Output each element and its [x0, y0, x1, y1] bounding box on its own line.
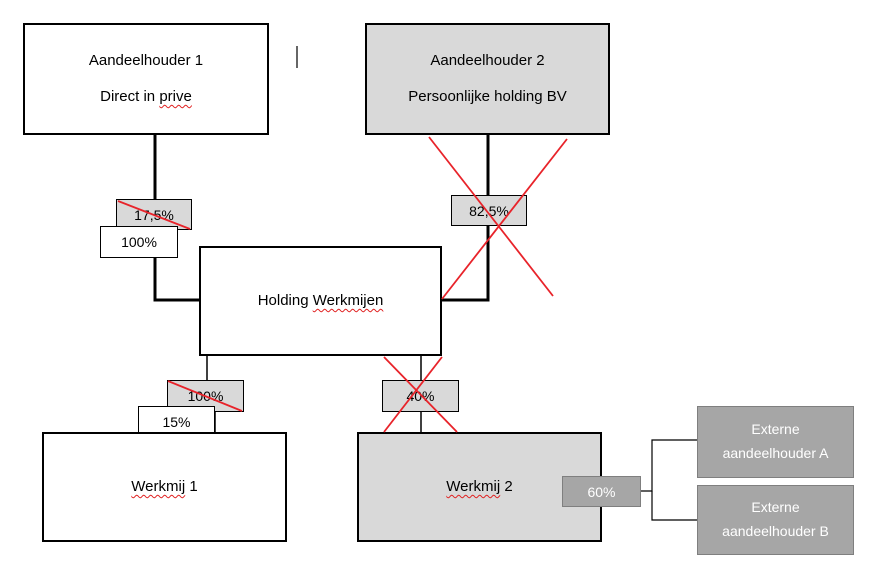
shareholder-2-subtitle: Persoonlijke holding BV	[408, 88, 567, 105]
werkmij-1-label: Werkmij 1	[131, 478, 198, 495]
pct-shareholder-1-new-label: 100%	[121, 234, 157, 250]
werkmij-2-label: Werkmij 2	[446, 478, 513, 495]
pct-werkmij-1-old-label: 100%	[187, 388, 224, 404]
pct-werkmij-2-old-label: 40%	[406, 388, 435, 404]
shareholder-1-box: Aandeelhouder 1 Direct in prive	[23, 23, 269, 135]
pct-shareholder-2-old-label: 82,5%	[469, 202, 509, 219]
shareholder-2-box: Aandeelhouder 2 Persoonlijke holding BV	[365, 23, 610, 135]
holding-box: Holding Werkmijen	[199, 246, 442, 356]
pct-werkmij-2-old: 40%	[382, 380, 459, 412]
shareholder-2-title: Aandeelhouder 2	[430, 52, 545, 69]
pct-werkmij-1-new-label: 15%	[162, 414, 191, 430]
shareholder-1-title: Aandeelhouder 1	[88, 52, 204, 69]
pct-shareholder-2-old: 82,5%	[451, 195, 527, 226]
werkmij-2-box: Werkmij 2	[357, 432, 602, 542]
pct-external: 60%	[562, 476, 641, 507]
external-shareholder-a-box: Externe aandeelhouder A	[697, 406, 854, 478]
holding-label: Holding Werkmijen	[257, 292, 384, 309]
shareholder-1-subtitle: Direct in prive	[100, 88, 192, 105]
external-shareholder-b-box: Externe aandeelhouder B	[697, 485, 854, 555]
external-shareholder-a-line1: Externe	[751, 421, 800, 438]
external-shareholder-a-line2: aandeelhouder A	[722, 445, 829, 461]
werkmij-1-box: Werkmij 1	[42, 432, 287, 542]
pct-shareholder-1-old-label: 17,5%	[134, 206, 174, 223]
pct-shareholder-1-new: 100%	[100, 226, 178, 258]
external-shareholder-b-line2: aandeelhouder B	[722, 523, 829, 539]
pct-external-label: 60%	[587, 483, 616, 500]
external-shareholder-b-line1: Externe	[751, 499, 800, 516]
